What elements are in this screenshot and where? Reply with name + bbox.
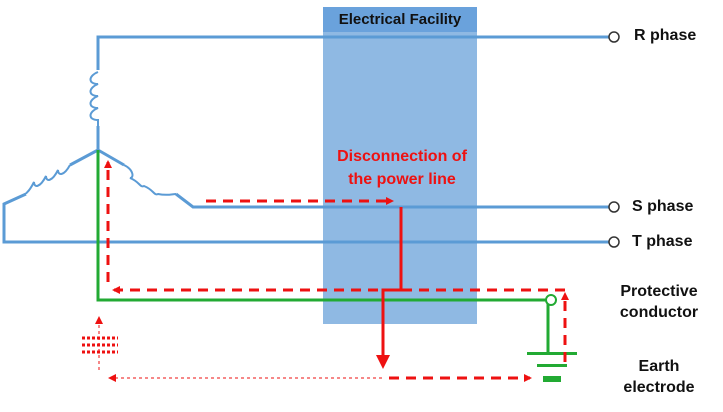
s-phase-terminal (608, 201, 620, 213)
disconnection-label: Disconnection of the power line (314, 145, 490, 191)
phase-lines (2, 35, 610, 244)
t-phase-terminal (608, 236, 620, 248)
terminals (608, 31, 620, 248)
earth-electrode-label: Earth electrode (603, 356, 715, 398)
r-phase-label: R phase (634, 27, 697, 44)
protective-conductor-label: Protective conductor (603, 281, 715, 323)
t-phase-line (2, 192, 610, 244)
protective-conductor-line1: Protective (620, 283, 698, 300)
leakage-arrows (95, 316, 382, 382)
earth-electrode-line1: Earth (638, 358, 680, 375)
transformer-coils (25, 71, 177, 196)
disconnection-label-line1: Disconnection of (337, 148, 467, 165)
disconnection-label-line2: the power line (348, 171, 456, 188)
protective-conductor-line2: conductor (619, 304, 699, 321)
s-phase-line (175, 192, 610, 209)
r-phase-terminal (608, 31, 620, 43)
r-phase-line (96, 35, 610, 70)
s-phase-label: S phase (632, 198, 694, 215)
protective-conductor-terminal (545, 294, 557, 306)
facility-title: Electrical Facility (323, 7, 477, 32)
coil-t (25, 164, 71, 195)
earth-electrode-line2: electrode (623, 379, 695, 396)
earth-electrode-symbol (527, 352, 577, 382)
fault-current-dashed (104, 160, 569, 382)
coil-r (89, 71, 99, 126)
coil-s (123, 164, 177, 196)
t-phase-label: T phase (632, 233, 693, 250)
protective-conductor (96, 150, 550, 352)
leakage-grid (82, 336, 118, 354)
